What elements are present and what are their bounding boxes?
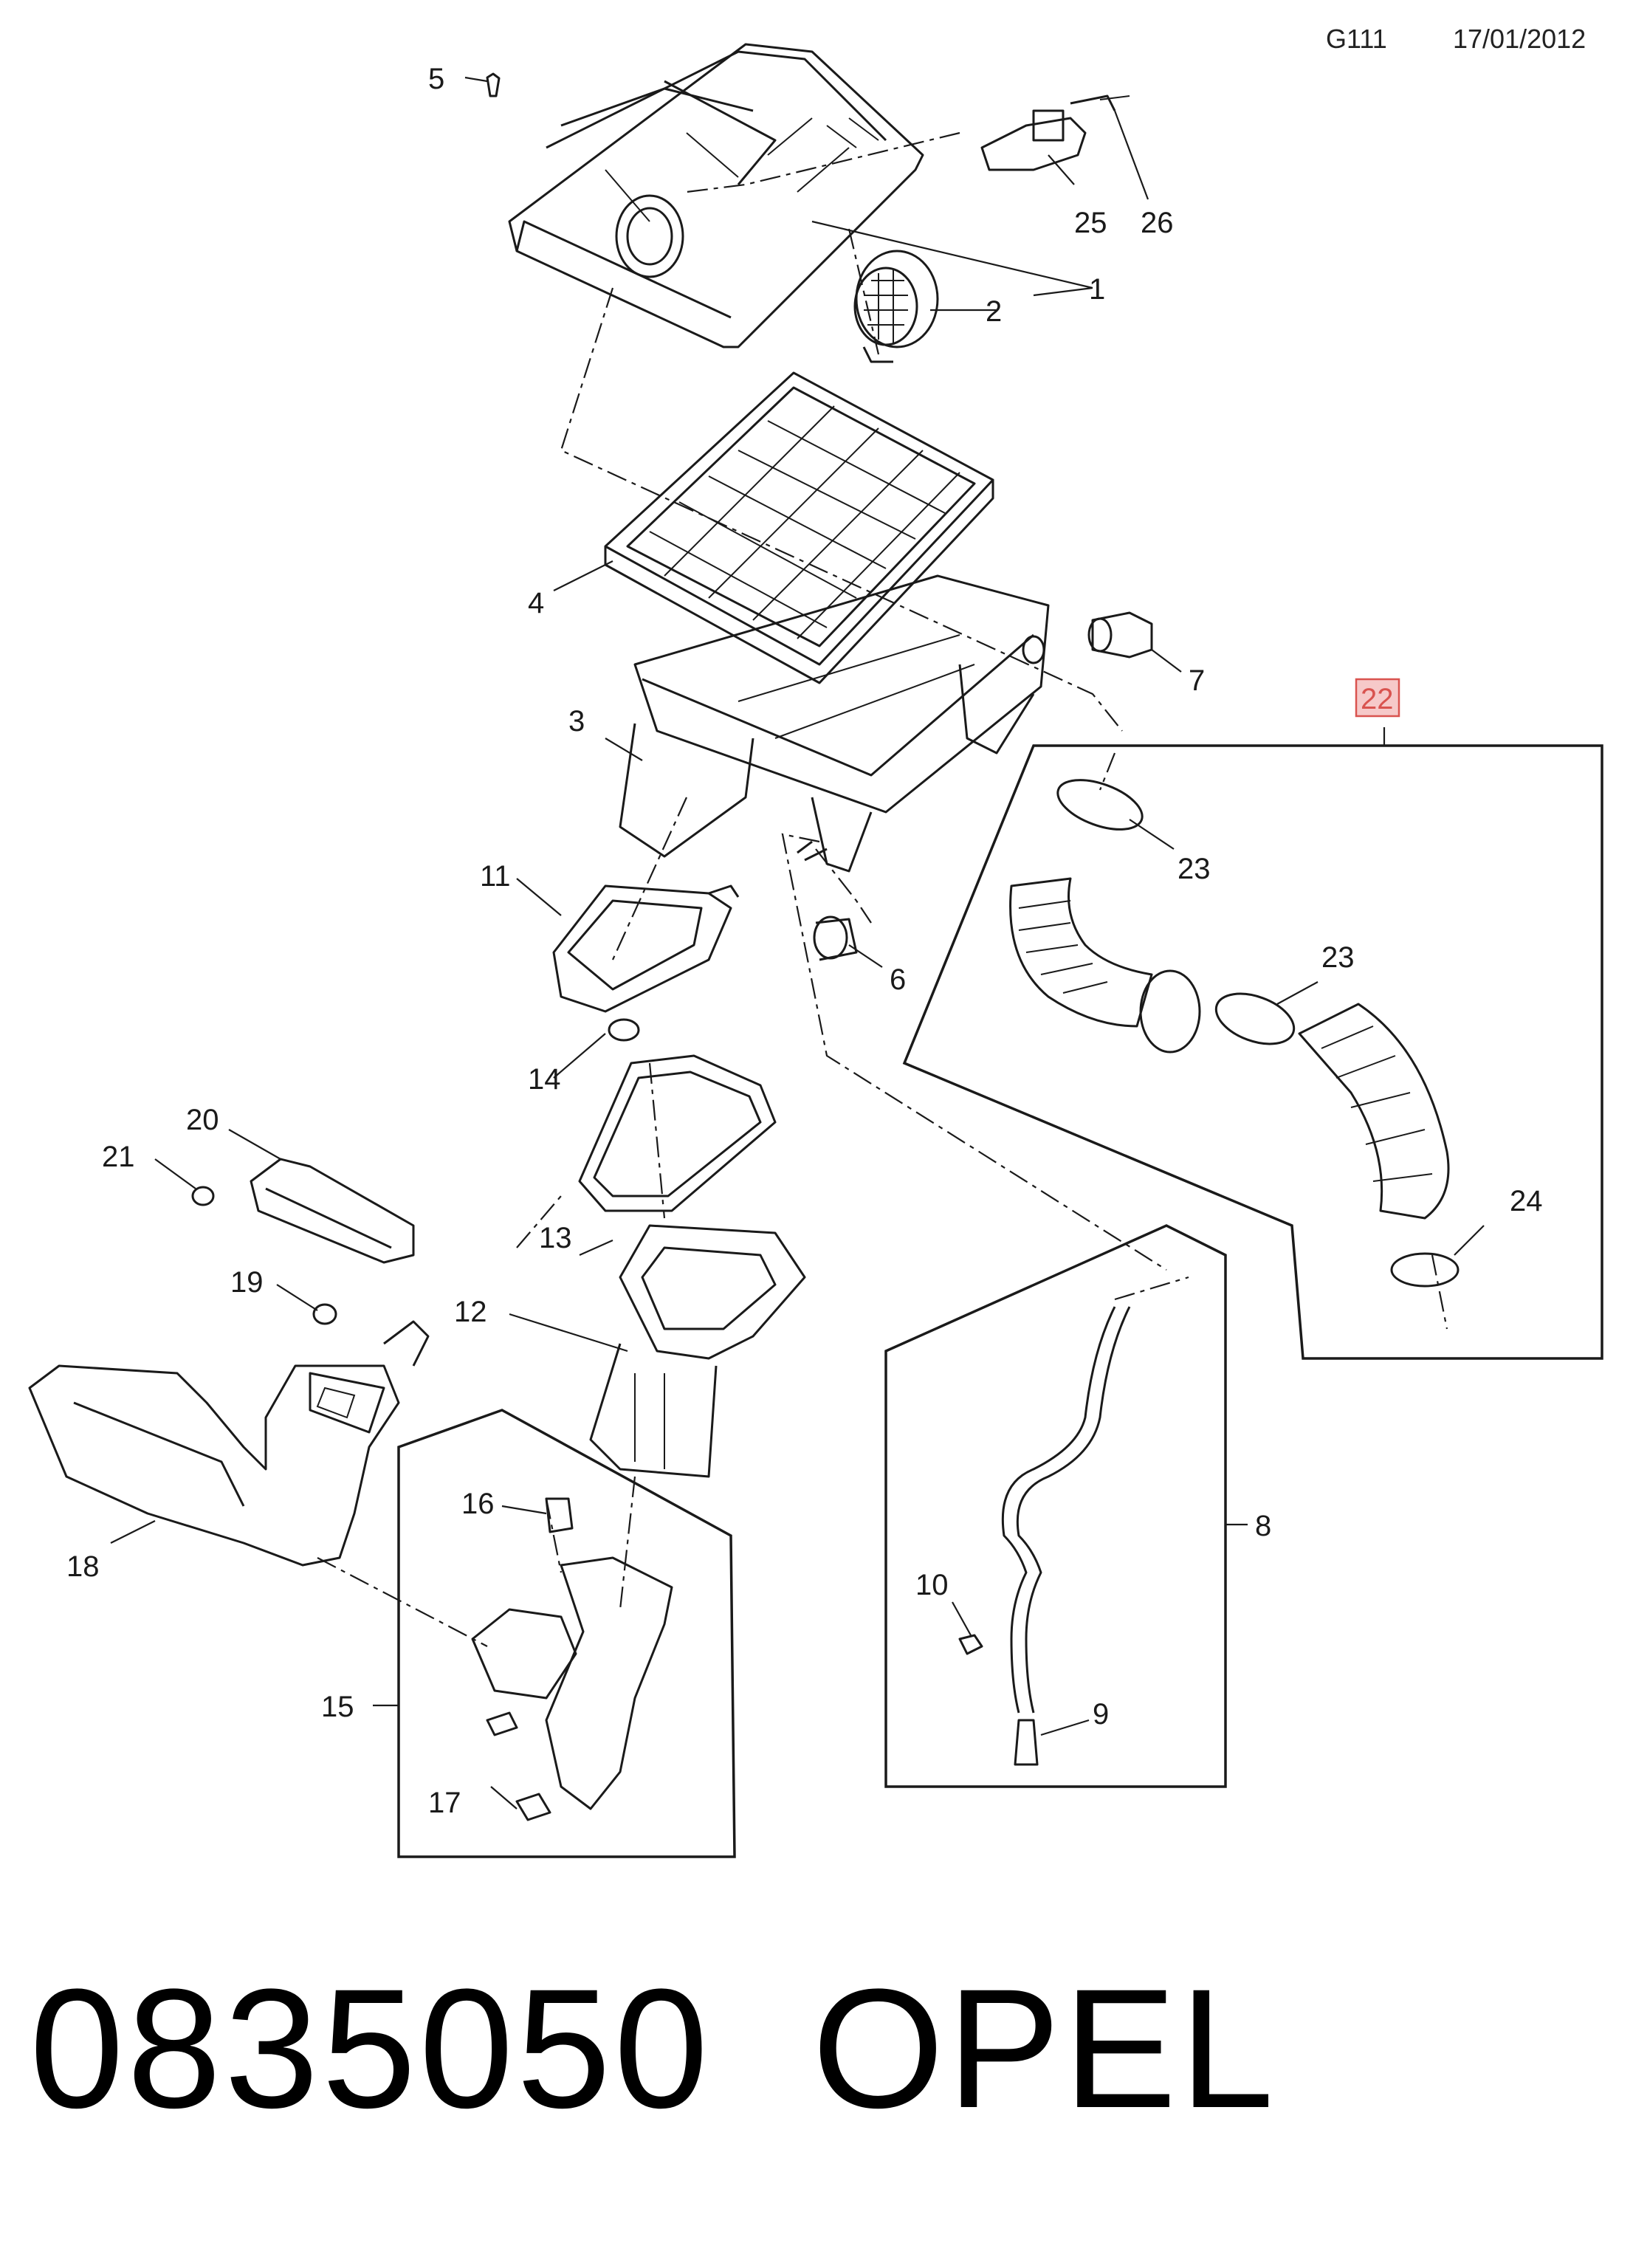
callout-9: 9 (1093, 1698, 1109, 1731)
callout-13: 13 (539, 1222, 572, 1254)
air-cleaner-housing (619, 574, 1050, 873)
screw-icon (486, 72, 501, 97)
callout-1: 1 (1089, 273, 1105, 306)
diagram-code: G111 (1326, 24, 1387, 54)
callout-4: 4 (528, 587, 544, 619)
airflow-sensor-ring (853, 250, 939, 363)
box-15-assembly (397, 1409, 736, 1858)
callout-25: 25 (1074, 207, 1107, 239)
assembly-lines (317, 131, 1448, 1647)
callout-14: 14 (528, 1063, 561, 1096)
callout-19: 19 (230, 1266, 264, 1299)
callout-16: 16 (461, 1488, 495, 1520)
callout-8: 8 (1255, 1510, 1271, 1542)
callout-18: 18 (66, 1550, 100, 1583)
bracket-20 (191, 1158, 415, 1264)
callout-numbers: 5 1 2 25 26 4 3 7 6 11 14 13 12 20 21 19… (66, 63, 1543, 1819)
clip-icon (608, 1018, 640, 1042)
intake-duct-18 (28, 1320, 430, 1567)
callout-10: 10 (915, 1569, 949, 1601)
callout-17: 17 (428, 1787, 461, 1819)
callout-5: 5 (428, 63, 444, 95)
callout-3: 3 (568, 705, 585, 738)
callout-12: 12 (454, 1296, 487, 1328)
box-8-breather-hose (884, 1224, 1227, 1788)
callout-2: 2 (986, 295, 1002, 328)
callout-7: 7 (1189, 664, 1205, 697)
part-number: 0835050 (30, 1953, 712, 2143)
grommet-6 (813, 915, 858, 961)
callout-23-upper: 23 (1178, 853, 1211, 885)
sensor-and-screw (980, 94, 1130, 171)
grommet-7 (1087, 611, 1153, 659)
leader-lines (110, 76, 1485, 1810)
callout-22: 22 (1361, 683, 1394, 715)
callout-15: 15 (321, 1691, 354, 1723)
air-filter-element (604, 371, 994, 684)
box-22-hose-assembly (902, 744, 1603, 1360)
callout-6: 6 (890, 963, 906, 996)
callout-22-highlight (1355, 678, 1400, 718)
callout-23-lower: 23 (1321, 941, 1355, 974)
parts-drawing: 5 1 2 25 26 4 3 7 6 11 14 13 12 20 21 19… (28, 43, 1603, 1858)
callout-21: 21 (102, 1141, 135, 1173)
resonator-12 (589, 1224, 806, 1478)
callout-26: 26 (1141, 207, 1174, 239)
callout-11: 11 (480, 860, 511, 893)
diagram-date: 17/01/2012 (1453, 24, 1586, 54)
gasket-13 (578, 1054, 777, 1212)
callout-24: 24 (1510, 1185, 1543, 1217)
inlet-duct-11 (552, 884, 740, 1013)
callout-20: 20 (186, 1104, 219, 1136)
screw-19-icon (312, 1303, 337, 1325)
brand-name: OPEL (812, 1953, 1277, 2143)
air-cleaner-cover (508, 43, 924, 348)
